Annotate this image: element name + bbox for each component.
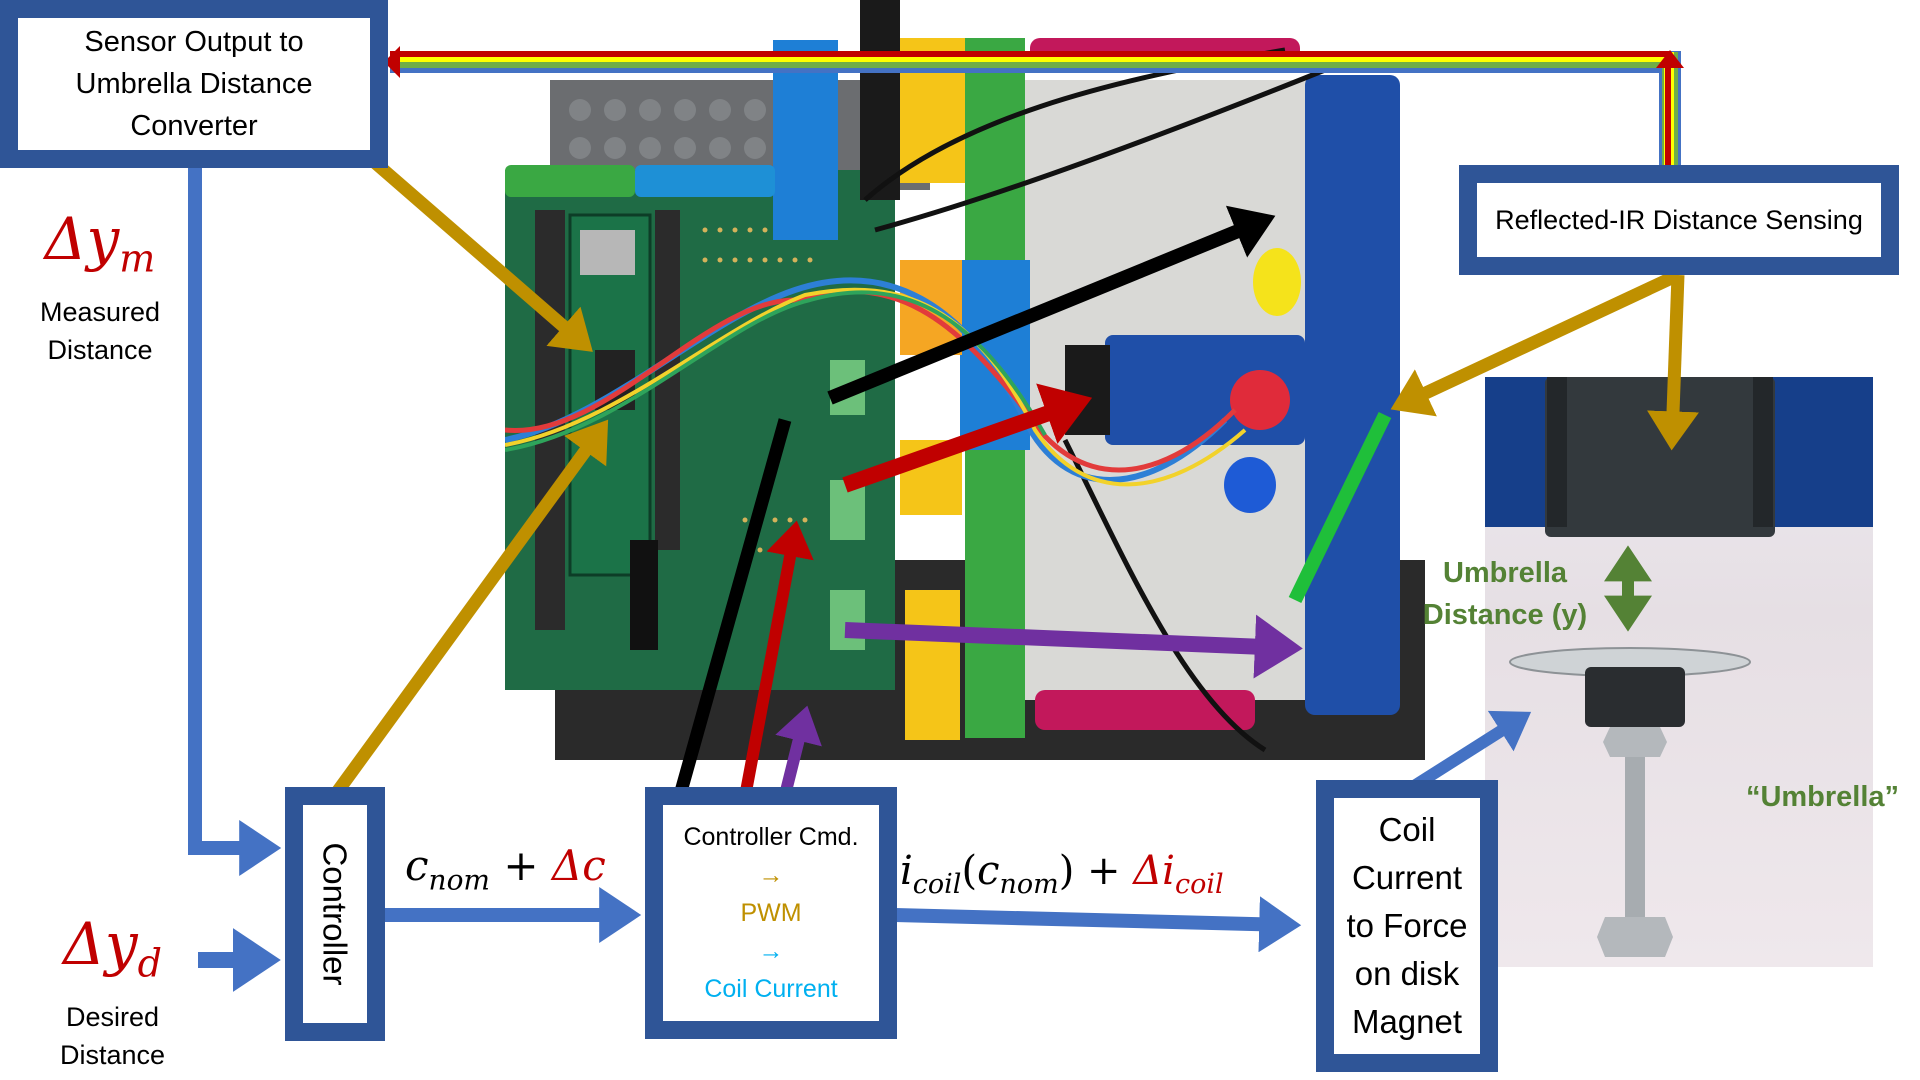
paren-close: ) (1058, 848, 1075, 894)
hardware-photo-art (505, 0, 1425, 760)
measured-distance-signal: Δym Measured Distance (15, 205, 185, 369)
coil-subscript: coil (912, 869, 962, 900)
top-nut (1603, 727, 1667, 757)
disk-magnet (1585, 667, 1685, 727)
ir-sensing-block[interactable]: Reflected-IR Distance Sensing (1459, 165, 1899, 275)
black-cable-3 (1062, 438, 1267, 753)
desired-distance-symbol: Δyd (35, 910, 190, 998)
delta-y-symbol: Δy (44, 205, 120, 273)
red-probe-line-arrow (739, 520, 814, 799)
coil-force-block[interactable]: Coil Current to Force on disk Magnet (1316, 780, 1498, 1072)
sensor-converter-block[interactable]: Sensor Output to Umbrella Distance Conve… (0, 0, 388, 168)
coil-force-line-5: Magnet (1351, 1003, 1463, 1040)
controller-cmd-block[interactable]: Controller Cmd. → PWM → Coil Current (645, 787, 897, 1039)
controller-label: Controller (317, 842, 354, 986)
controller-output-expression: cnom + Δc (405, 840, 635, 906)
grey-plate-studs (569, 99, 766, 159)
black-cable-2 (874, 67, 1326, 233)
c-symbol: c (977, 848, 1000, 894)
sensor-signal-bus (384, 46, 1684, 168)
controller-block[interactable]: Controller (285, 787, 385, 1041)
subscript-m: m (119, 236, 156, 281)
umbrella-distance-label: Umbrella Distance (y) (1405, 552, 1605, 636)
red-to-sensor-arrow (842, 383, 1093, 493)
terminal-block-3 (830, 590, 865, 650)
i-symbol: i (900, 848, 913, 894)
sensor-side-right (1753, 377, 1773, 527)
c-symbol: c (405, 841, 429, 890)
sd-slot (580, 230, 635, 275)
converter-to-mcu-arrow (367, 155, 593, 352)
threaded-rod (1625, 757, 1645, 917)
ir-sensing-label: Reflected-IR Distance Sensing (1495, 204, 1863, 235)
blue-coil (1305, 75, 1400, 715)
coil-current-expression: icoil(cnom) + Δicoil (900, 845, 1300, 911)
coil-subscript: coil (1174, 869, 1224, 900)
blue-lego-beam (635, 165, 775, 197)
sensor-side-left (1547, 377, 1567, 527)
umbrella-distance-line-1: Umbrella (1442, 557, 1568, 589)
measured-distance-symbol: Δym (15, 205, 185, 293)
measured-label-line-1: Measured (39, 296, 161, 327)
desired-distance-signal: Δyd Desired Distance (35, 910, 190, 1074)
pwm-to-coil-arrow (827, 205, 1276, 405)
usb-cable (630, 540, 658, 650)
coil-force-line-4: on disk (1354, 955, 1460, 992)
ir-to-sensor-arrow (1390, 269, 1681, 417)
blue-lego-brick (773, 40, 838, 240)
nom-subscript: nom (428, 863, 490, 897)
controller-cmd-title: Controller Cmd. (683, 823, 859, 851)
desired-label-line-2: Distance (59, 1039, 166, 1070)
plus-sign: + (503, 841, 539, 890)
pwm-label: PWM (740, 899, 802, 927)
twisted-wire-red (505, 288, 1237, 473)
umbrella-photo-art (1485, 377, 1873, 957)
coil-current-arrow (894, 896, 1302, 953)
sensor-converter-line-3: Converter (130, 110, 258, 142)
delta-y-symbol: Δy (63, 910, 138, 978)
plus-sign: + (1087, 848, 1121, 894)
sensor-converter-line-1: Sensor Output to (84, 26, 304, 58)
desired-label-line-1: Desired (65, 1001, 160, 1032)
yellow-probe-clip (1253, 248, 1301, 316)
coil-force-line-2: Current (1351, 859, 1463, 896)
sensor-bus-arrowhead (384, 46, 400, 78)
delta-c-symbol: Δc (551, 841, 606, 890)
paren-open: ( (961, 848, 978, 894)
ir-sensor-body (1545, 377, 1775, 537)
measured-label-line-2: Distance (47, 334, 153, 365)
umbrella-label: “Umbrella” (1745, 781, 1900, 813)
arrow-right-icon: → (758, 861, 784, 889)
green-probe-clip (1288, 411, 1392, 604)
purple-probe-line-arrow (775, 705, 822, 797)
green-lego-beam (505, 165, 635, 197)
coil-force-line-3: to Force (1346, 907, 1468, 944)
yellow-lego-brick-bottom (905, 590, 960, 740)
ir-to-photo-arrow (1647, 274, 1700, 451)
magenta-lego-beam-bottom (1035, 690, 1255, 730)
red-probe-clip (1230, 370, 1290, 430)
bottom-nut (1597, 917, 1673, 957)
twisted-wire-green (505, 290, 1047, 452)
purple-to-coil-arrow (844, 614, 1303, 679)
measured-distance-arrow (188, 160, 282, 876)
nom-subscript: nom (999, 869, 1059, 900)
delta-i-symbol: Δi (1133, 848, 1175, 894)
black-post (860, 0, 900, 200)
blue-probe-clip (1224, 457, 1276, 513)
sensor-converter-line-2: Umbrella Distance (75, 68, 313, 100)
coil-force-line-1: Coil (1378, 811, 1436, 848)
coil-current-label: Coil Current (704, 975, 838, 1003)
umbrella-distance-line-2: Distance (y) (1422, 599, 1588, 631)
pwm-line-arrow (673, 418, 792, 797)
controller-to-mcu-arrow (329, 419, 609, 799)
sensor-bus-corner-arrowhead (1656, 50, 1684, 68)
arrow-right-icon: → (758, 937, 784, 965)
umbrella-photo (1485, 377, 1873, 967)
hardware-photo (505, 0, 1425, 765)
subscript-d: d (137, 941, 162, 986)
